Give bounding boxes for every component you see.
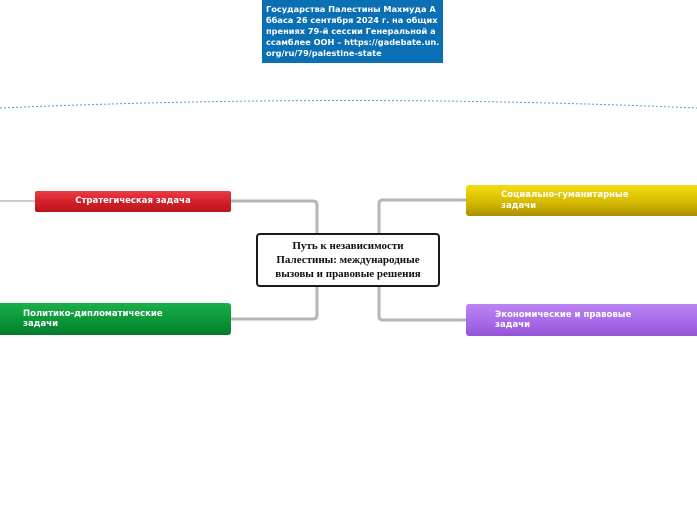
central-topic-text: Путь к независимости Палестины: междунар… [275,240,421,280]
branch-social-label: Социально-гуманитарные задачи [501,190,629,211]
branch-economic-label: Экономические и правовые задачи [495,309,632,331]
connector-political [229,285,319,321]
central-topic[interactable]: Путь к независимости Палестины: междунар… [256,233,440,287]
note-topic[interactable]: Государства Палестины Махмуда Аббаса 26 … [262,0,443,63]
branch-strategic-label: Стратегическая задача [75,196,191,207]
connector-social [377,198,468,235]
branch-social-humanitarian-tasks[interactable]: Социально-гуманитарные задачи [466,185,697,216]
branch-political-label: Политико-дипломатические задачи [23,308,163,330]
note-text: Государства Палестины Махмуда Аббаса 26 … [266,4,440,58]
connector-strategic [229,199,319,235]
branch-political-diplomatic-tasks[interactable]: Политико-дипломатические задачи [0,303,231,335]
branch-strategic-task[interactable]: Стратегическая задача [35,191,231,212]
branch-economic-legal-tasks[interactable]: Экономические и правовые задачи [466,304,697,336]
connector-economic [377,285,468,322]
boundary-line [0,100,697,109]
